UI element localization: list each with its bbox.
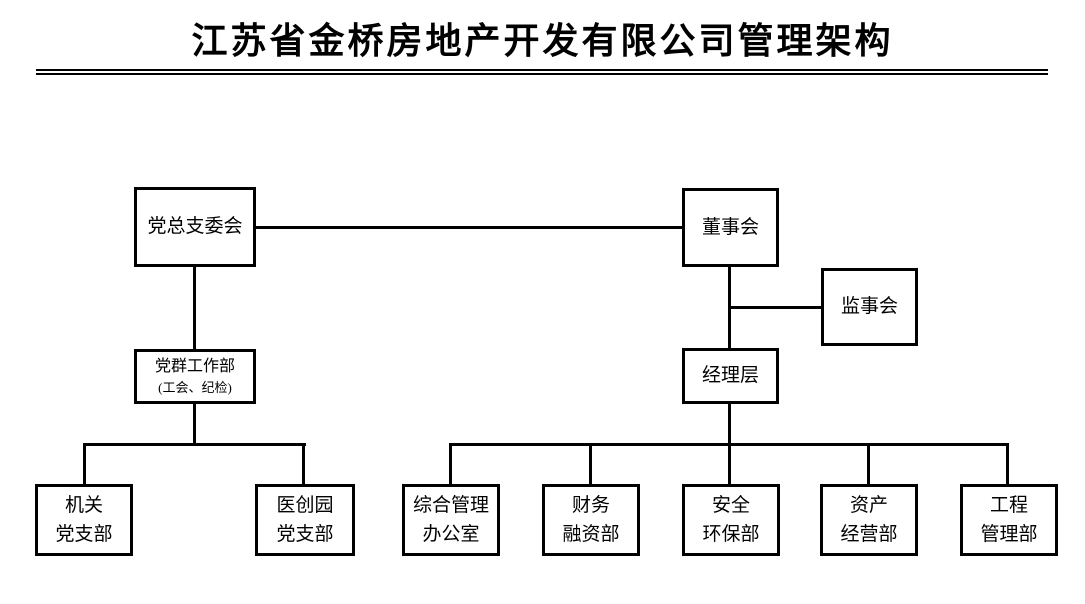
page-title: 江苏省金桥房地产开发有限公司管理架构: [191, 21, 894, 61]
org-node-sublabel: (工会、纪检): [158, 379, 232, 395]
connector-drop-finance-financing-dept: [589, 443, 592, 484]
org-node-label-line1: 资产: [849, 494, 888, 516]
org-node-label-line2: 党支部: [55, 524, 113, 545]
connector-drop-general-management-office: [449, 443, 452, 484]
title-underline: [36, 69, 1048, 75]
org-node-label: 党群工作部: [154, 358, 235, 376]
connector-party-committee-to-party-masses-dept: [193, 266, 196, 349]
org-node-asset-operation-dept: 资产 经营部: [820, 484, 918, 556]
org-node-management-team: 经理层: [682, 348, 779, 404]
connector-drop-asset-operation-dept: [867, 443, 870, 484]
org-node-medical-park-party-branch: 医创园 党支部: [255, 484, 355, 556]
org-node-finance-financing-dept: 财务 融资部: [542, 484, 640, 556]
connector-party-committee-to-board: [256, 226, 682, 229]
org-node-label: 监事会: [840, 296, 898, 318]
org-node-party-masses-dept: 党群工作部 (工会、纪检): [134, 349, 256, 404]
org-node-label-line2: 管理部: [980, 524, 1038, 545]
org-node-label-line2: 党支部: [276, 524, 334, 545]
org-node-label-line2: 办公室: [422, 524, 480, 545]
connector-left-branch-bar: [83, 443, 306, 446]
connector-right-branch-bar: [450, 443, 1009, 446]
org-node-label: 董事会: [701, 216, 759, 238]
org-node-label-line1: 医创园: [276, 494, 334, 516]
connector-drop-organ-party-branch: [83, 443, 86, 484]
org-node-label: 党总支委会: [147, 216, 243, 238]
org-node-label-line1: 工程: [989, 494, 1028, 516]
org-node-organ-party-branch: 机关 党支部: [35, 484, 133, 556]
connector-drop-medical-park-party-branch: [302, 443, 305, 484]
org-node-supervisory-board: 监事会: [821, 268, 918, 346]
connector-drop-engineering-management-dept: [1006, 443, 1009, 484]
org-node-label-line2: 环保部: [702, 524, 760, 545]
org-node-label-line1: 综合管理: [412, 494, 489, 516]
org-node-label: 经理层: [701, 365, 759, 387]
org-node-engineering-management-dept: 工程 管理部: [960, 484, 1058, 556]
org-node-safety-environment-dept: 安全 环保部: [682, 484, 780, 556]
org-node-label-line1: 安全: [711, 494, 750, 516]
org-node-general-management-office: 综合管理 办公室: [402, 484, 500, 556]
connector-party-masses-dept-riser: [193, 403, 196, 445]
org-node-label-line1: 机关: [64, 494, 103, 516]
connector-board-to-management-team: [728, 267, 731, 348]
org-node-party-committee: 党总支委会: [134, 187, 256, 267]
org-node-label-line2: 融资部: [562, 524, 620, 545]
connector-board-to-supervisory-board: [730, 306, 821, 309]
org-node-label-line2: 经营部: [840, 524, 898, 545]
org-node-board-of-directors: 董事会: [682, 188, 779, 267]
org-node-label-line1: 财务: [571, 494, 610, 516]
